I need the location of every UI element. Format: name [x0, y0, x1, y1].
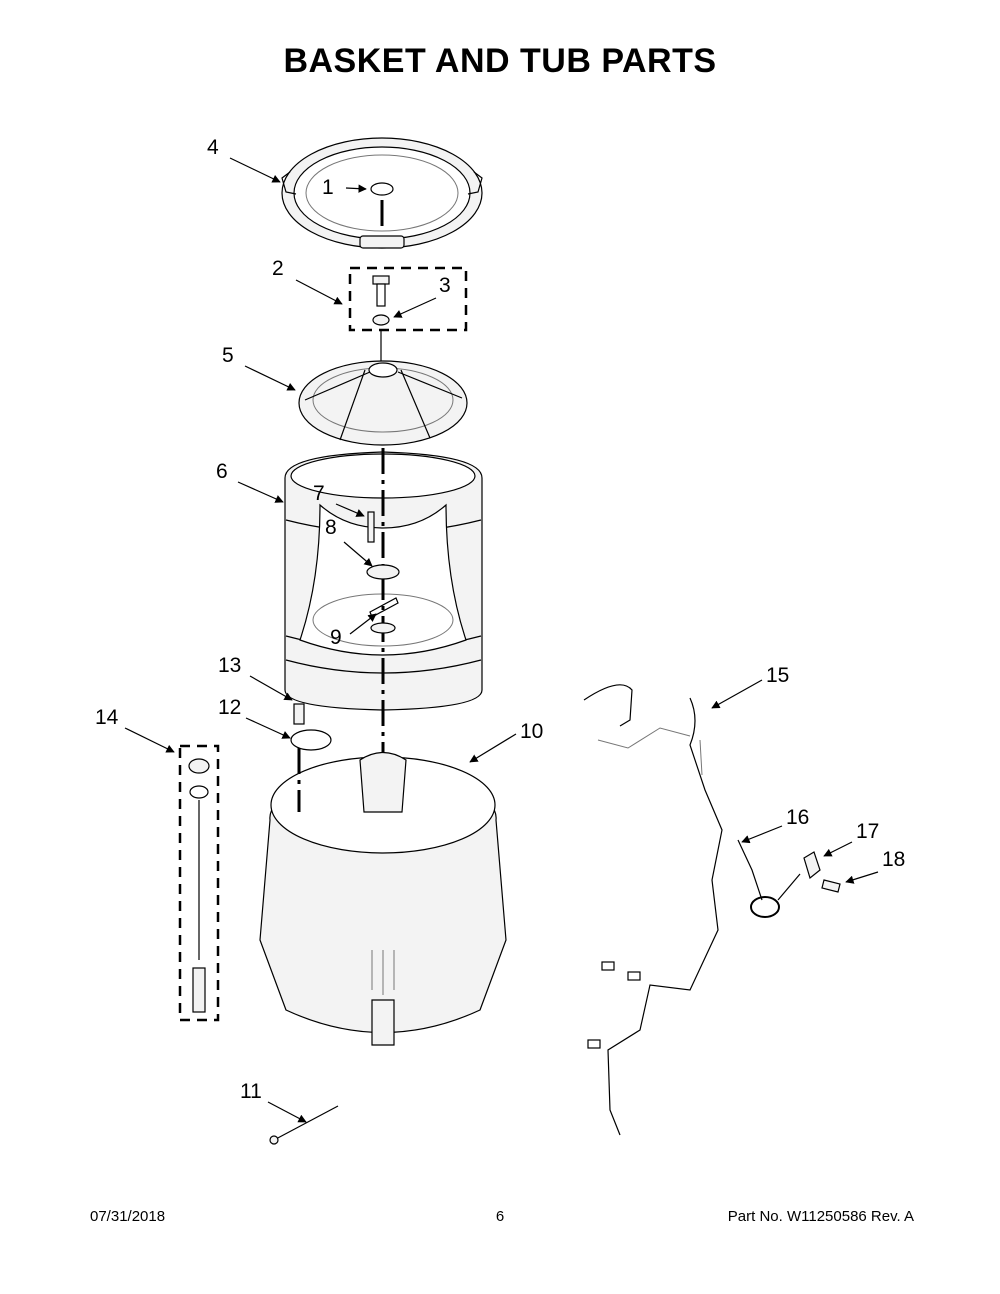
callout-11: 11: [240, 1080, 307, 1123]
svg-text:17: 17: [856, 820, 879, 843]
svg-text:9: 9: [330, 626, 342, 649]
callout-8: 8: [325, 516, 373, 567]
wire-harness-part-15[interactable]: [583, 684, 723, 1136]
callout-6: 6: [216, 460, 284, 503]
svg-text:7: 7: [313, 482, 325, 505]
footer-date: 07/31/2018: [90, 1208, 166, 1225]
cap-part-1[interactable]: [370, 182, 394, 196]
svg-text:2: 2: [272, 257, 284, 280]
rod-part-11[interactable]: [269, 1105, 339, 1145]
svg-text:18: 18: [882, 848, 905, 871]
outer-tub-part-10[interactable]: [259, 751, 507, 1046]
thermistor-part-16[interactable]: [737, 839, 763, 901]
svg-text:5: 5: [222, 344, 234, 367]
footer-page-number: 6: [495, 1208, 505, 1225]
callout-10: 10: [469, 720, 543, 763]
callout-18: 18: [845, 848, 905, 884]
svg-text:6: 6: [216, 460, 228, 483]
callout-13: 13: [218, 654, 293, 701]
clamp-part-17[interactable]: [803, 851, 821, 880]
bolt-part-2[interactable]: [372, 275, 390, 307]
svg-text:1: 1: [322, 176, 334, 199]
svg-text:8: 8: [325, 516, 337, 539]
callout-17: 17: [823, 820, 879, 857]
bolt-part-13[interactable]: [293, 703, 305, 725]
svg-text:14: 14: [95, 706, 119, 729]
callout-3: 3: [393, 274, 451, 318]
callout-5: 5: [222, 344, 296, 391]
screw-part-18[interactable]: [821, 879, 841, 893]
callout-16: 16: [741, 806, 809, 844]
disk-part-12[interactable]: [290, 729, 332, 751]
hub-part-8[interactable]: [366, 564, 400, 580]
svg-text:10: 10: [520, 720, 543, 743]
callout-15: 15: [711, 664, 789, 709]
svg-text:3: 3: [439, 274, 451, 297]
callout-12: 12: [218, 696, 291, 739]
svg-text:11: 11: [240, 1080, 262, 1103]
svg-text:15: 15: [766, 664, 789, 687]
callout-14: 14: [95, 706, 175, 753]
svg-text:12: 12: [218, 696, 241, 719]
svg-text:4: 4: [207, 136, 219, 159]
part-16-ring: [750, 896, 780, 918]
page-title: BASKET AND TUB PARTS: [283, 42, 717, 80]
suspension-rod-part-14[interactable]: [188, 758, 210, 1013]
svg-text:16: 16: [786, 806, 809, 829]
callout-1: 1: [322, 176, 367, 199]
svg-text:13: 13: [218, 654, 241, 677]
impeller-part-5[interactable]: [298, 360, 468, 446]
screw-part-7[interactable]: [367, 511, 375, 543]
washer-part-3[interactable]: [372, 314, 390, 326]
callout-2: 2: [272, 257, 343, 305]
callout-7: 7: [313, 482, 365, 517]
footer-part-number: Part No. W11250586 Rev. A: [727, 1208, 914, 1225]
callout-4: 4: [207, 136, 281, 183]
callout-9: 9: [330, 613, 377, 649]
